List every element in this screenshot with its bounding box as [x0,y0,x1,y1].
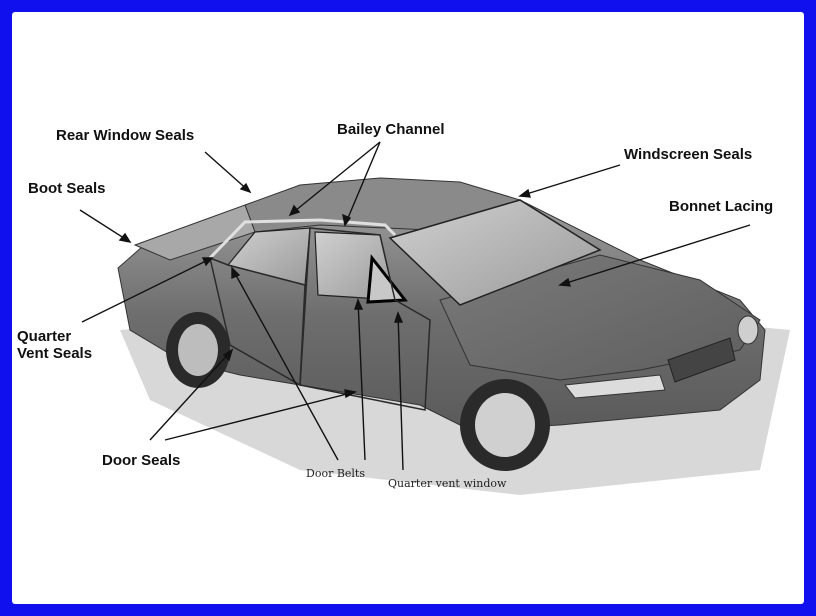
label-quarter-vent-seals-line1: Quarter [17,328,72,345]
label-windscreen-seals: Windscreen Seals [624,146,753,163]
label-bonnet-lacing: Bonnet Lacing [669,198,774,215]
label-door-belts: Door Belts [306,467,365,480]
label-door-seals: Door Seals [102,452,181,469]
label-quarter-vent-seals: Quarter Vent Seals [17,328,92,363]
label-boot-seals: Boot Seals [28,180,106,197]
label-bailey-channel: Bailey Channel [337,121,445,138]
side-light [737,315,759,345]
diagram-canvas: Rear Window Seals Bailey Channel Windscr… [12,12,804,604]
headlight [564,374,666,399]
windscreen-glass [388,199,602,306]
front-door-outline [299,227,431,411]
bailey-channel-strip [208,218,397,260]
label-rear-window-seals: Rear Window Seals [56,127,195,144]
label-quarter-vent-window: Quarter vent window [388,477,507,490]
leader-lines [79,141,751,471]
car-seal-diagram [79,141,790,495]
quarter-vent-window-triangle [366,254,408,304]
front-wheel-hub [475,393,535,457]
rear-wheel-hub [178,324,218,376]
car-hood [439,254,761,381]
label-quarter-vent-seals-line2: Vent Seals [17,345,93,363]
grille [667,337,736,383]
